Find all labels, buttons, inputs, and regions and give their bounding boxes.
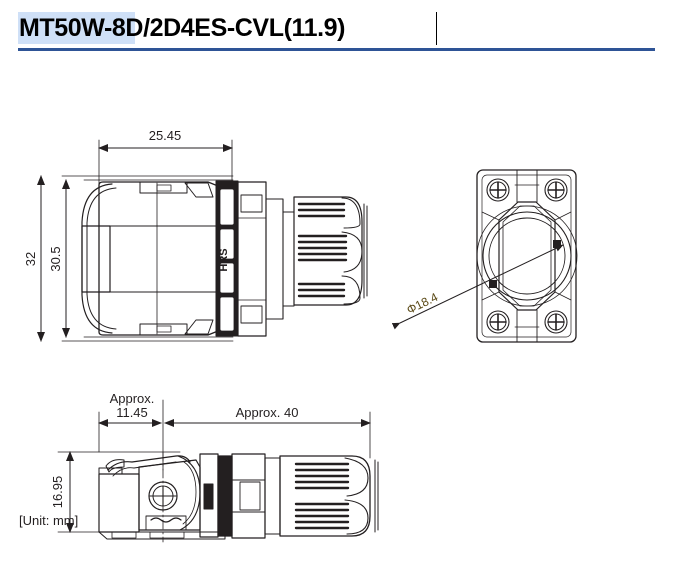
dimension-16-95: 16.95 [50,451,74,533]
unit-note: [Unit: mm] [19,513,79,528]
screw-bottom-right [544,310,568,334]
title-underline-rule [18,48,655,51]
side-view-pivot-circle [148,481,178,511]
title-bar: MT50W-8D/2D4ES-CVL(11.9) [0,0,673,52]
dimension-label-30-5: 30.5 [48,246,63,271]
front-view-brand-strip: HRS [215,180,239,337]
front-view-cable-gland [293,196,368,306]
flange-bore-circle [488,217,566,295]
rear-flange-view: Φ18.4 [391,169,578,343]
text-cursor [436,12,437,45]
dimension-32: 32 [23,175,45,342]
front-view-body [81,181,224,336]
side-view-cable-gland [279,455,379,537]
drawing-canvas: 25.45 32 30.5 [23,128,578,543]
dimension-approx-11-45: Approx. 11.45 [98,391,162,427]
screw-top-right [544,178,568,202]
side-view: Approx. 11.45 Approx. 40 16.95 [50,391,379,543]
dimension-label-approx-word: Approx. [110,391,155,406]
page-title: MT50W-8D/2D4ES-CVL(11.9) [19,14,346,42]
dimension-approx-40: Approx. 40 [164,405,371,427]
flange-outer-circle [476,205,578,307]
title-text-selection [18,12,135,44]
dimension-label-11-45: 11.45 [116,405,148,420]
dimension-label-32: 32 [23,252,38,266]
screw-top-left [486,178,510,202]
front-view: 25.45 32 30.5 [23,128,368,342]
technical-drawing: 25.45 32 30.5 [0,52,673,571]
front-view-backshell [237,181,295,337]
front-view-extension-lines [61,139,234,342]
side-view-backshell [199,453,281,539]
screw-bottom-left [486,310,510,334]
dimension-label-diameter-18-4: Φ18.4 [404,290,440,317]
dimension-diameter-18-4: Φ18.4 [391,240,564,330]
dimension-25-45: 25.45 [98,128,233,152]
brand-mark-hrs: HRS [218,248,230,271]
dimension-label-16-95: 16.95 [50,476,65,509]
dimension-label-25-45: 25.45 [149,128,182,143]
dimension-30-5: 30.5 [48,179,70,338]
dimension-label-approx-40: Approx. 40 [236,405,299,420]
side-view-extension-lines [57,399,371,533]
